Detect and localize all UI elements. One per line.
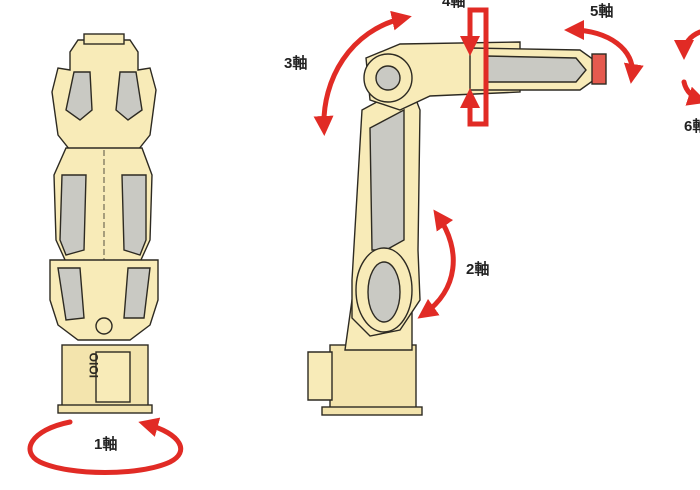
axis2-arrow: [417, 209, 456, 319]
axis6-label: 6軸: [684, 118, 700, 135]
axis6-arrow-bottom: [681, 79, 700, 106]
front-upper-arm-shade-left: [59, 174, 87, 256]
front-wrist-shade-right: [115, 71, 143, 121]
axis4-arrow: [467, 7, 489, 127]
front-lower-arm-shade: [57, 267, 85, 321]
robot-front-view: IOIO: [49, 33, 159, 414]
axis3-label: 3軸: [284, 55, 308, 72]
front-upper-arm-shade-right: [121, 174, 147, 256]
side-forearm-shade: [485, 55, 587, 83]
side-base-connector: [307, 351, 333, 401]
axis4-label: 4軸: [442, 0, 466, 10]
axis5-arrow: [564, 20, 644, 84]
side-shoulder-shade: [375, 65, 401, 91]
robot-side-view: [307, 41, 607, 416]
front-wrist: [51, 39, 157, 151]
front-joint: [95, 317, 113, 335]
axis1-arrow-left: [27, 417, 184, 475]
front-lower-arm-shade-right: [123, 267, 151, 319]
front-base-foot: [57, 404, 153, 414]
axis1-label: 1軸: [94, 436, 118, 453]
front-base-panel: [95, 351, 131, 403]
front-wrist-shade: [65, 71, 93, 121]
axis5-label: 5軸: [590, 3, 614, 20]
side-wrist-flange: [591, 53, 607, 85]
axis2-label: 2軸: [466, 261, 490, 278]
side-base-foot: [321, 406, 423, 416]
rotation-arrows: [27, 7, 700, 475]
axis6-arrow-top: [674, 29, 700, 60]
axis3-arrow: [313, 10, 412, 136]
side-base: [329, 344, 417, 414]
side-elbow-shade: [367, 261, 401, 323]
side-lower-arm-shade: [369, 108, 405, 251]
front-base-logo: IOIO: [87, 353, 101, 378]
front-wrist-flange: [83, 33, 125, 45]
